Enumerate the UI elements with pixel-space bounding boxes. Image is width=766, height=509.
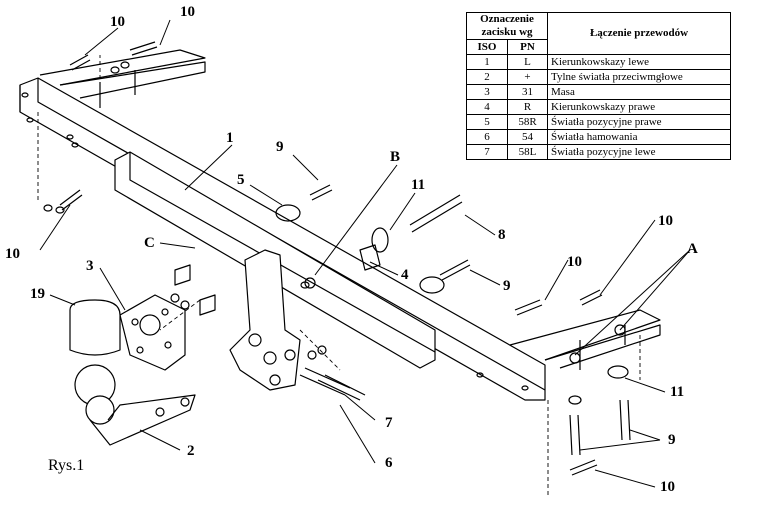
left-bracket (39, 49, 206, 108)
desc-cell: Masa (547, 84, 731, 100)
tow-ball (69, 299, 196, 446)
socket-plate (119, 294, 186, 371)
callout-10: 10 (567, 254, 582, 270)
header-group: Oznaczenie zacisku wg (466, 12, 548, 40)
pn-cell: 31 (506, 84, 549, 100)
callout-9: 9 (276, 139, 284, 155)
iso-cell: 2 (466, 69, 508, 85)
pn-cell: 58R (506, 114, 549, 130)
table-row: 2+Tylne światła przeciwmgłowe (466, 69, 731, 85)
desc-cell: Światła pozycyjne lewe (547, 144, 731, 160)
callout-3: 3 (86, 258, 94, 274)
iso-cell: 5 (466, 114, 508, 130)
header-pn: PN (506, 39, 549, 55)
header-desc: Łączenie przewodów (547, 12, 731, 55)
desc-cell: Światła hamowania (547, 129, 731, 145)
iso-cell: 1 (466, 54, 508, 70)
callout-a: A (687, 241, 698, 257)
iso-cell: 4 (466, 99, 508, 115)
callout-c: C (144, 235, 155, 251)
bolts (59, 41, 631, 476)
callout-10: 10 (180, 4, 195, 20)
iso-cell: 7 (466, 144, 508, 160)
callout-10: 10 (5, 246, 20, 262)
pn-cell: R (506, 99, 549, 115)
washers-nuts (43, 61, 629, 405)
center-plate (229, 249, 301, 391)
callout-9: 9 (503, 278, 511, 294)
pn-cell: 54 (506, 129, 549, 145)
callout-11: 11 (411, 177, 426, 193)
pn-cell: 58L (506, 144, 549, 160)
iso-cell: 3 (466, 84, 508, 100)
callout-6: 6 (385, 455, 393, 471)
callout-10: 10 (660, 479, 675, 495)
callout-11: 11 (670, 384, 685, 400)
wiring-table: Oznaczenie zacisku wg Łączenie przewodów… (466, 12, 731, 160)
callout-8: 8 (498, 227, 506, 243)
callout-7: 7 (385, 415, 393, 431)
callout-10: 10 (658, 213, 673, 229)
dashed-lines (37, 55, 641, 495)
callout-b: B (390, 149, 401, 165)
pn-cell: + (506, 69, 549, 85)
callout-5: 5 (237, 172, 245, 188)
callout-4: 4 (401, 267, 409, 283)
figure-caption: Rys.1 (48, 457, 85, 474)
desc-cell: Kierunkowskazy lewe (547, 54, 731, 70)
callout-19: 19 (30, 286, 45, 302)
desc-cell: Kierunkowskazy prawe (547, 99, 731, 115)
callout-9: 9 (668, 432, 676, 448)
callout-10: 10 (110, 14, 125, 30)
iso-cell: 6 (466, 129, 508, 145)
header-iso: ISO (466, 39, 508, 55)
right-bracket (509, 309, 661, 370)
callout-1: 1 (226, 130, 234, 146)
desc-cell: Światła pozycyjne prawe (547, 114, 731, 130)
pn-cell: L (506, 54, 549, 70)
desc-cell: Tylne światła przeciwmgłowe (547, 69, 731, 85)
leader-lines (39, 19, 691, 488)
callout-2: 2 (187, 443, 195, 459)
